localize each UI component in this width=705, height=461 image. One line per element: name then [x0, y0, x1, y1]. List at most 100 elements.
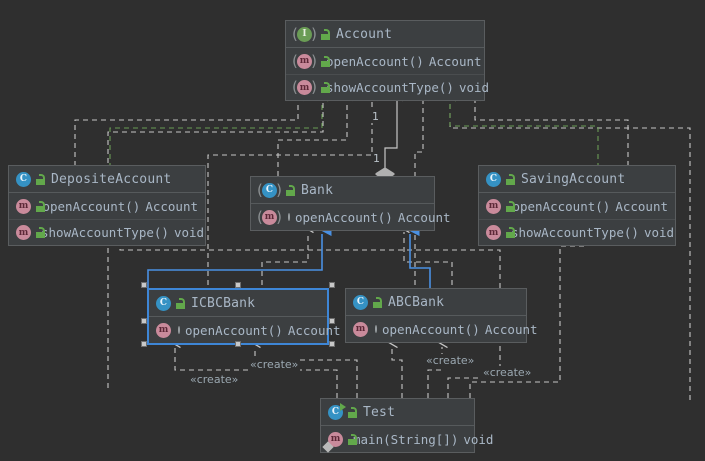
interface-icon: I: [292, 25, 317, 43]
class-name-label: DepositeAccount: [51, 171, 172, 187]
member-name-label: showAccountType(): [511, 225, 639, 240]
multiplicity-label-account-end: 1: [371, 110, 380, 123]
class-icon: C: [257, 181, 282, 199]
class-node-bank[interactable]: C Bank m openAccount() Account: [250, 176, 451, 231]
member-name-label: openAccount(): [326, 53, 424, 69]
resize-handle-ne[interactable]: [329, 282, 335, 288]
method-icon: m: [353, 321, 368, 337]
lock-icon: [373, 296, 382, 308]
member-row[interactable]: m openAccount() Account: [346, 316, 538, 342]
class-header-bank[interactable]: C Bank: [251, 177, 434, 204]
member-type-label: Account: [484, 321, 538, 337]
class-name-label: Test: [363, 404, 396, 420]
edge-test-depends-account-2: [107, 100, 323, 388]
member-row[interactable]: m openAccount() Account: [286, 48, 484, 74]
class-node-depositeaccount[interactable]: C DepositeAccount m openAccount() Accoun…: [8, 165, 206, 246]
member-type-label: Account: [287, 322, 341, 338]
member-type-label: void: [458, 80, 490, 95]
lock-icon: [176, 297, 185, 309]
resize-handle-nw[interactable]: [141, 282, 147, 288]
protected-icon: [288, 213, 290, 221]
resize-handle-s[interactable]: [235, 341, 241, 347]
edge-test-creates-abcbank-2: [427, 347, 442, 398]
class-node-savingaccount[interactable]: C SavingAccount m openAccount() Account …: [478, 165, 676, 246]
class-name-label: SavingAccount: [521, 171, 626, 187]
edge-icbcbank-depends-account: [207, 100, 372, 285]
edge-label-create-1: «create»: [188, 373, 241, 386]
member-row[interactable]: m showAccountType() void: [9, 219, 205, 245]
class-header-test[interactable]: C Test: [321, 399, 474, 426]
edge-label-create-3: «create»: [424, 354, 477, 367]
member-type-label: Account: [145, 198, 198, 214]
member-name-label: openAccount(): [512, 198, 611, 214]
class-runnable-icon: C: [328, 402, 346, 420]
member-row[interactable]: m openAccount() Account: [9, 193, 205, 219]
edge-depositeaccount-realizes-account: [74, 100, 298, 166]
member-name-label: openAccount(): [185, 322, 283, 338]
resize-handle-se[interactable]: [329, 341, 335, 347]
method-icon: m: [257, 208, 282, 226]
class-node-account[interactable]: I Account m openAccount() Account m show…: [285, 20, 489, 101]
lock-icon: [286, 184, 295, 196]
edge-label-create-4: «create»: [481, 366, 534, 379]
member-name-label: openAccount(): [42, 198, 141, 214]
member-row[interactable]: m openAccount() Account: [251, 204, 451, 230]
edge-abcbank-extends-bank: [410, 234, 431, 290]
lock-icon: [506, 200, 515, 212]
resize-handle-e[interactable]: [329, 318, 335, 324]
class-header-icbcbank[interactable]: C ICBCBank: [149, 290, 327, 317]
edge-savingaccount-overrides-account: [443, 87, 599, 168]
resize-handle-n[interactable]: [235, 282, 241, 288]
method-icon: m: [292, 52, 317, 70]
method-icon: m: [292, 78, 317, 96]
class-name-label: ICBCBank: [191, 295, 256, 311]
member-type-label: Account: [615, 198, 668, 214]
multiplicity-label-bank-end: 1: [372, 152, 381, 165]
lock-icon: [321, 28, 330, 40]
class-name-label: ABCBank: [388, 294, 445, 310]
class-header-account[interactable]: I Account: [286, 21, 484, 48]
member-row[interactable]: m openAccount() Account: [479, 193, 675, 219]
edge-bank-depends-account: [277, 100, 347, 176]
lock-icon: [348, 406, 357, 418]
method-icon: m: [156, 322, 171, 338]
member-row[interactable]: m main(String[]) void: [321, 426, 493, 453]
class-header-abcbank[interactable]: C ABCBank: [346, 289, 526, 316]
member-row[interactable]: m showAccountType() void: [479, 219, 675, 245]
resize-handle-w[interactable]: [141, 318, 147, 324]
edge-label-create-2: «create»: [248, 358, 301, 371]
edge-depositeaccount-overrides-account: [109, 87, 329, 168]
class-icon: C: [16, 171, 31, 187]
edge-test-depends-savingaccount: [469, 238, 585, 398]
class-icon: C: [353, 294, 368, 310]
edge-icbcbank-depends-bank: [261, 232, 308, 285]
member-type-label: void: [643, 225, 675, 240]
edge-abcbank-depends-bank: [404, 232, 453, 285]
class-name-label: Bank: [301, 182, 334, 198]
member-row[interactable]: m showAccountType() void: [286, 74, 489, 100]
edge-icbcbank-extends-bank: [147, 234, 322, 300]
resize-handle-sw[interactable]: [141, 341, 147, 347]
method-icon: m: [16, 198, 31, 214]
member-name-label: openAccount(): [382, 321, 480, 337]
lock-icon: [36, 173, 45, 185]
method-runnable-icon: m: [322, 431, 343, 453]
class-name-label: Account: [336, 26, 393, 42]
class-node-icbcbank[interactable]: C ICBCBank m openAccount() Account: [147, 288, 341, 345]
protected-icon: [178, 326, 180, 334]
protected-icon: [375, 325, 377, 333]
method-icon: m: [486, 198, 501, 214]
class-icon: C: [486, 171, 501, 187]
class-node-test[interactable]: C Test m main(String[]) void: [320, 398, 493, 453]
class-header-depositeaccount[interactable]: C DepositeAccount: [9, 166, 205, 193]
method-icon: m: [16, 225, 31, 240]
class-header-savingaccount[interactable]: C SavingAccount: [479, 166, 675, 193]
member-name-label: openAccount(): [295, 209, 393, 225]
class-node-abcbank[interactable]: C ABCBank m openAccount() Account: [345, 288, 538, 343]
lock-icon: [36, 200, 45, 212]
member-row[interactable]: m openAccount() Account: [149, 317, 341, 343]
member-name-label: showAccountType(): [41, 225, 169, 240]
method-icon: m: [486, 225, 501, 240]
